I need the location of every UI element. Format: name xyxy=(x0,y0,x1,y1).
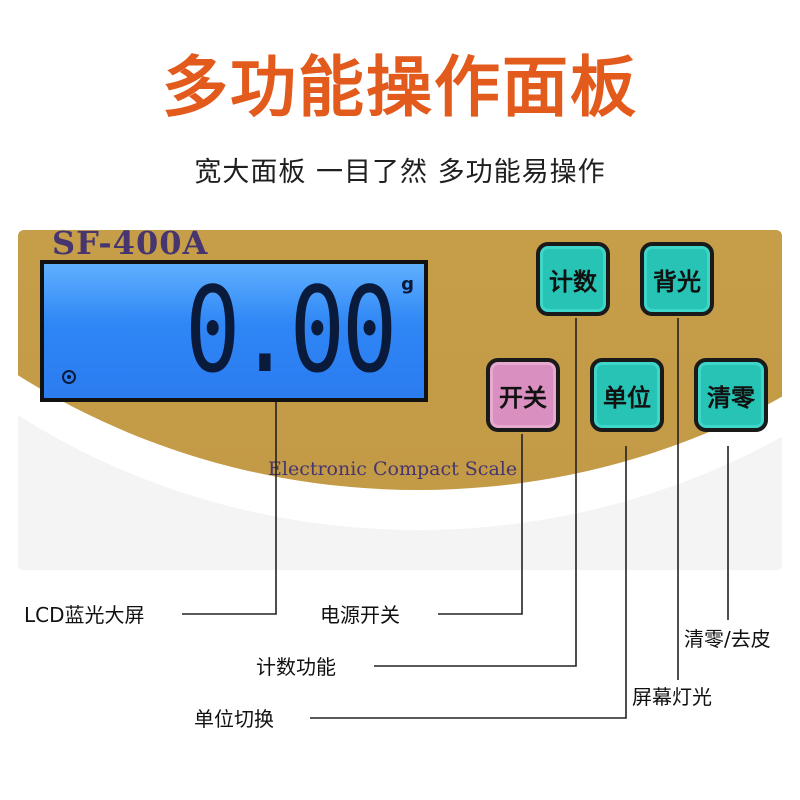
callout-backlight: 屏幕灯光 xyxy=(632,685,712,709)
callout-tare: 清零/去皮 xyxy=(684,627,771,651)
power-button[interactable]: 开关 xyxy=(486,358,560,432)
leader-power xyxy=(438,434,523,615)
count-button[interactable]: 计数 xyxy=(536,242,610,316)
tare-button[interactable]: 清零 xyxy=(694,358,768,432)
page-subline: 宽大面板 一目了然 多功能易操作 xyxy=(194,157,606,188)
leader-count xyxy=(374,318,577,667)
callout-lcd: LCD蓝光大屏 xyxy=(24,603,145,627)
callout-count: 计数功能 xyxy=(256,655,336,679)
lcd-unit: g xyxy=(401,274,414,295)
page-headline: 多功能操作面板 xyxy=(162,49,638,126)
lcd-display: 0.00 g xyxy=(40,260,428,402)
model-label: SF-400A xyxy=(52,230,209,262)
scale-panel: SF-400A 0.00 g Electronic Compact Scale … xyxy=(18,230,782,570)
callout-power: 电源开关 xyxy=(320,603,400,627)
leader-lcd xyxy=(182,402,277,615)
stable-indicator-icon xyxy=(62,370,76,384)
leader-unit xyxy=(310,446,627,719)
lcd-reading: 0.00 xyxy=(184,261,397,399)
callout-unit: 单位切换 xyxy=(194,707,274,731)
unit-button[interactable]: 单位 xyxy=(590,358,664,432)
backlight-button[interactable]: 背光 xyxy=(640,242,714,316)
brand-label: Electronic Compact Scale xyxy=(268,458,518,480)
